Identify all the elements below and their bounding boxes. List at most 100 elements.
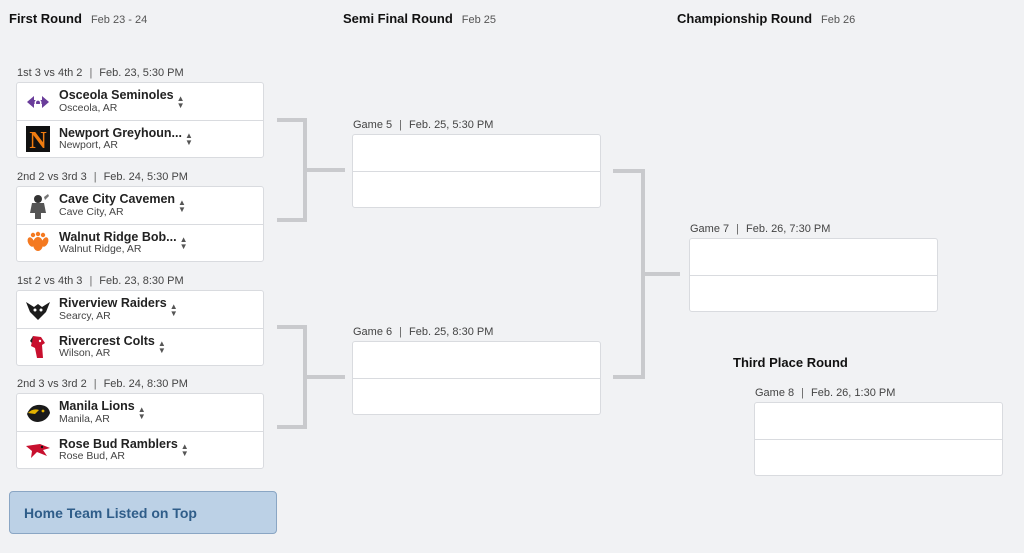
- match-label: Game 8|Feb. 26, 1:30 PM: [755, 387, 896, 399]
- sort-arrows-icon[interactable]: ▲▼: [178, 197, 186, 214]
- match-seed-label: 2nd 2 vs 3rd 3: [17, 171, 87, 183]
- team-slot[interactable]: [690, 239, 937, 275]
- match-time: Feb. 23, 8:30 PM: [99, 275, 184, 287]
- first-round-header: First Round Feb 23 - 24: [9, 11, 147, 26]
- team-slot[interactable]: [755, 439, 1002, 475]
- team-name: Walnut Ridge Bob...: [59, 229, 177, 244]
- team-slot[interactable]: [353, 342, 600, 378]
- team-location: Wilson, AR: [59, 347, 111, 360]
- match-time: Feb. 25, 8:30 PM: [409, 326, 494, 338]
- team-location: Searcy, AR: [59, 309, 111, 322]
- team-location: Osceola, AR: [59, 101, 118, 114]
- match-time: Feb. 24, 5:30 PM: [103, 171, 188, 183]
- game-number: Game 7: [690, 223, 730, 235]
- semi-round-title: Semi Final Round: [343, 11, 453, 26]
- match-time: Feb. 23, 5:30 PM: [99, 67, 184, 79]
- team-name: Rose Bud Ramblers: [59, 436, 178, 451]
- bracket-connector: [277, 325, 307, 429]
- sort-arrows-icon[interactable]: ▲▼: [176, 93, 185, 110]
- team-row[interactable]: N Newport Greyhoun... Newport, AR ▲▼: [17, 120, 263, 157]
- team-row[interactable]: Cave City Cavemen Cave City, AR ▲▼: [17, 187, 263, 224]
- match-card: [689, 238, 938, 312]
- match-label: Game 5|Feb. 25, 5:30 PM: [353, 119, 494, 131]
- match-seed-label: 1st 2 vs 4th 3: [17, 275, 83, 287]
- match-card: Manila Lions Manila, AR ▲▼ Rose Bud Ramb…: [16, 393, 264, 469]
- riverview-logo-icon: [25, 297, 51, 323]
- team-name: Cave City Cavemen: [59, 192, 176, 207]
- sort-arrows-icon[interactable]: ▲▼: [169, 301, 178, 318]
- champ-round-title: Championship Round: [677, 11, 813, 26]
- team-text: Rivercrest Colts Wilson, AR: [59, 333, 155, 360]
- team-slot[interactable]: [353, 171, 600, 207]
- bracket-connector: [307, 375, 345, 379]
- team-name: Rivercrest Colts: [59, 333, 155, 348]
- match-time: Feb. 25, 5:30 PM: [409, 119, 494, 131]
- bracket-connector: [645, 272, 680, 276]
- semi-round-date: Feb 25: [461, 14, 497, 26]
- team-row[interactable]: Manila Lions Manila, AR ▲▼: [17, 394, 263, 431]
- team-text: Osceola Seminoles Osceola, AR: [59, 89, 174, 113]
- match-seed-label: 2nd 3 vs 3rd 2: [17, 378, 87, 390]
- match-time: Feb. 24, 8:30 PM: [103, 378, 188, 390]
- team-slot[interactable]: [353, 135, 600, 171]
- walnut-ridge-logo-icon: [25, 230, 51, 256]
- team-name: Newport Greyhoun...: [59, 125, 182, 140]
- team-text: Manila Lions Manila, AR: [59, 400, 135, 424]
- sort-arrows-icon[interactable]: ▲▼: [184, 131, 193, 147]
- team-text: Cave City Cavemen Cave City, AR: [59, 193, 175, 217]
- match-label: 2nd 2 vs 3rd 3|Feb. 24, 5:30 PM: [17, 171, 188, 183]
- team-name: Osceola Seminoles: [59, 88, 174, 103]
- cave-city-logo-icon: [25, 193, 51, 219]
- svg-text:O: O: [34, 98, 42, 109]
- sort-arrows-icon[interactable]: ▲▼: [179, 235, 188, 251]
- team-slot[interactable]: [755, 403, 1002, 439]
- semi-round-header: Semi Final Round Feb 25: [343, 11, 496, 26]
- rivercrest-logo-icon: [25, 334, 51, 360]
- bracket-connector: [613, 169, 645, 379]
- bracket-connector: [307, 168, 345, 172]
- team-location: Manila, AR: [59, 412, 110, 425]
- match-label: Game 6|Feb. 25, 8:30 PM: [353, 326, 494, 338]
- match-card: [352, 134, 601, 208]
- match-label: Game 7|Feb. 26, 7:30 PM: [690, 223, 831, 235]
- team-text: Rose Bud Ramblers Rose Bud, AR: [59, 436, 178, 463]
- home-team-note: Home Team Listed on Top: [9, 491, 277, 534]
- third-place-round-title: Third Place Round: [733, 355, 848, 370]
- team-location: Newport, AR: [59, 139, 118, 152]
- match-label: 2nd 3 vs 3rd 2|Feb. 24, 8:30 PM: [17, 378, 188, 390]
- team-location: Walnut Ridge, AR: [59, 243, 142, 256]
- team-name: Manila Lions: [59, 399, 135, 414]
- team-row[interactable]: O Osceola Seminoles Osceola, AR ▲▼: [17, 83, 263, 120]
- match-card: Riverview Raiders Searcy, AR ▲▼ Rivercre…: [16, 290, 264, 366]
- match-card: O Osceola Seminoles Osceola, AR ▲▼ N New…: [16, 82, 264, 158]
- game-number: Game 5: [353, 119, 393, 131]
- sort-arrows-icon[interactable]: ▲▼: [137, 404, 146, 421]
- match-time: Feb. 26, 7:30 PM: [746, 223, 831, 235]
- match-card: [352, 341, 601, 415]
- team-row[interactable]: Riverview Raiders Searcy, AR ▲▼: [17, 291, 263, 328]
- sort-arrows-icon[interactable]: ▲▼: [180, 442, 189, 458]
- team-row[interactable]: Walnut Ridge Bob... Walnut Ridge, AR ▲▼: [17, 224, 263, 261]
- team-row[interactable]: Rivercrest Colts Wilson, AR ▲▼: [17, 328, 263, 365]
- team-name: Riverview Raiders: [59, 296, 167, 311]
- sort-arrows-icon[interactable]: ▲▼: [157, 339, 166, 355]
- game-number: Game 6: [353, 326, 393, 338]
- team-text: Riverview Raiders Searcy, AR: [59, 297, 167, 321]
- team-text: Walnut Ridge Bob... Walnut Ridge, AR: [59, 229, 177, 256]
- svg-text:N: N: [29, 128, 47, 152]
- first-round-date: Feb 23 - 24: [90, 14, 148, 26]
- game-number: Game 8: [755, 387, 795, 399]
- newport-logo-icon: N: [25, 126, 51, 152]
- osceola-logo-icon: O: [25, 89, 51, 115]
- team-location: Cave City, AR: [59, 205, 124, 218]
- manila-logo-icon: [25, 400, 51, 426]
- team-slot[interactable]: [353, 378, 600, 414]
- match-seed-label: 1st 3 vs 4th 2: [17, 67, 83, 79]
- team-slot[interactable]: [690, 275, 937, 311]
- team-row[interactable]: Rose Bud Ramblers Rose Bud, AR ▲▼: [17, 431, 263, 468]
- team-text: Newport Greyhoun... Newport, AR: [59, 125, 182, 152]
- match-label: 1st 2 vs 4th 3|Feb. 23, 8:30 PM: [17, 275, 184, 287]
- match-label: 1st 3 vs 4th 2|Feb. 23, 5:30 PM: [17, 67, 184, 79]
- team-location: Rose Bud, AR: [59, 450, 125, 463]
- match-time: Feb. 26, 1:30 PM: [811, 387, 896, 399]
